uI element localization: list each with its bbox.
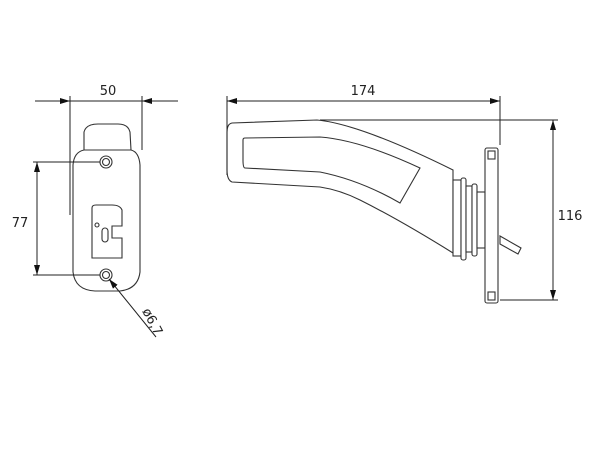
cable	[499, 235, 522, 255]
hole-diameter-label: ø6,7	[138, 306, 165, 338]
rubber-boot	[452, 177, 486, 261]
height-dimension-label: 116	[558, 209, 583, 224]
lens-window	[242, 136, 421, 204]
length-dimension-label: 174	[351, 84, 376, 99]
plate-screw-top	[487, 150, 496, 160]
mounting-hole-bottom-inner	[101, 270, 111, 280]
mounting-plate	[484, 147, 499, 304]
front-cap	[83, 123, 132, 151]
hole-spacing-label: 77	[12, 216, 29, 231]
connector-key	[94, 222, 100, 228]
connector-pin	[101, 227, 109, 243]
side-view: 174 116	[226, 84, 583, 304]
plate-screw-bottom	[487, 291, 496, 301]
width-dimension-label: 50	[100, 84, 117, 99]
mounting-hole-top-inner	[101, 157, 111, 167]
front-view: 50 77 ø6,7	[12, 84, 178, 338]
diameter-leader	[108, 278, 157, 338]
